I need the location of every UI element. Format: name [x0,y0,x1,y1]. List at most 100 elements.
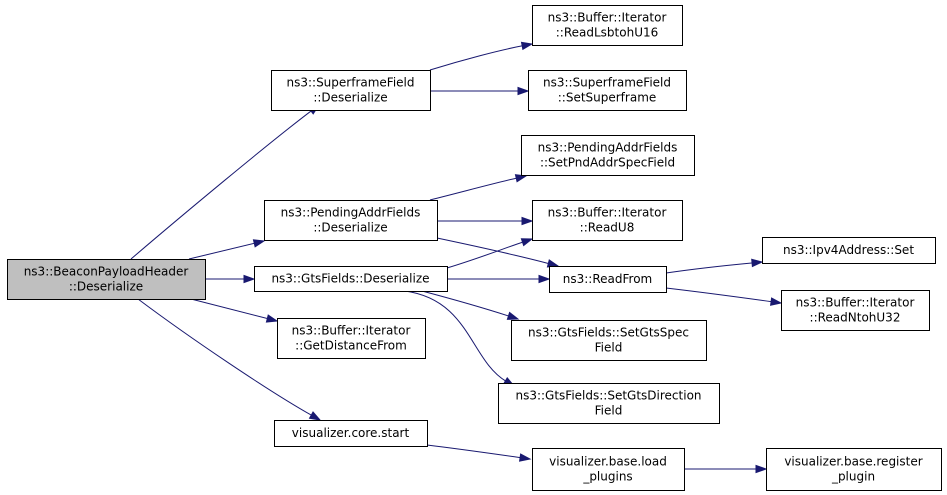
edge-arrowhead [506,311,520,320]
node-label-line: ns3::SuperframeField [543,76,671,90]
node-label-line: ::SetSuperframe [558,91,657,105]
node-label-line: ns3::GtsFields::Deserialize [271,272,429,286]
edge-pending_deser-to-read_u8 [437,216,534,226]
node-read-ntoh[interactable]: ns3::Buffer::Iterator::ReadNtohU32 [781,290,930,331]
node-box[interactable] [498,383,720,424]
node-box[interactable] [7,259,206,300]
edge-arrowhead [521,216,534,226]
edge-line [429,45,524,71]
edge-gts_deser-to-read_u8 [446,238,534,269]
node-label-line: ::GetDistanceFrom [295,339,407,353]
node-read-from[interactable]: ns3::ReadFrom [549,266,667,293]
edge-line [130,110,313,260]
edge-arrowhead [546,259,560,268]
edge-arrowhead [770,297,783,306]
edge-line [188,242,256,260]
edge-arrowhead [755,464,768,474]
node-box[interactable] [264,200,438,241]
node-label-line: Field [595,404,623,418]
node-label-line: ns3::Buffer::Iterator [548,11,667,25]
edge-superframe_deser-to-read_lsbtoh [429,41,534,71]
edge-arrowhead [265,314,279,323]
node-gts-deser[interactable]: ns3::GtsFields::Deserialize [254,266,448,292]
node-ipv4-set[interactable]: ns3::Ipv4Address::Set [762,237,936,264]
node-set-superframe[interactable]: ns3::SuperframeField::SetSuperframe [528,70,687,111]
edge-superframe_deser-to-set_superframe [430,86,530,96]
node-box[interactable] [766,448,942,491]
edge-arrowhead [514,174,528,183]
edge-arrowhead [538,274,551,284]
node-label-line: ns3::BeaconPayloadHeader [24,265,189,279]
node-box[interactable] [528,70,687,111]
node-get-distance[interactable]: ns3::Buffer::Iterator::GetDistanceFrom [277,318,426,359]
edge-line [426,444,522,459]
edge-root-to-pending_deser [188,239,266,260]
node-box[interactable] [781,290,930,331]
node-box[interactable] [549,266,667,293]
node-label-line: ns3::Buffer::Iterator [796,296,915,310]
node-read-lsbtoh[interactable]: ns3::Buffer::Iterator::ReadLsbtohU16 [532,5,683,46]
edge-line [436,237,550,265]
node-label-line: visualizer.base.register [784,455,922,469]
edge-arrowhead [252,239,266,248]
node-load-plugins[interactable]: visualizer.base.load_plugins [532,448,685,491]
edge-load_plugins-to-register_plugin [684,464,768,474]
node-label-line: ::ReadNtohU32 [810,311,901,325]
node-box[interactable] [762,237,936,264]
edge-gts_deser-to-set_gts_spec [421,290,520,320]
node-box[interactable] [532,200,683,241]
node-pending-deser[interactable]: ns3::PendingAddrFields::Deserialize [264,200,438,241]
node-label-line: ns3::Buffer::Iterator [292,324,411,338]
edge-read_from-to-read_ntoh [665,287,783,306]
edge-viz_start-to-load_plugins [426,444,532,462]
edge-root-to-get_distance [190,298,279,323]
node-box[interactable] [511,320,707,361]
edge-arrowhead [243,274,256,284]
node-label-line: ns3::PendingAddrFields [281,206,421,220]
node-label-line: ::ReadU8 [580,221,635,235]
edge-line [429,177,518,201]
edge-line [137,298,313,417]
edge-line [190,298,269,320]
node-label-line: ns3::Ipv4Address::Set [783,243,914,257]
node-label-line: ns3::GtsFields::SetGtsSpec [528,326,689,340]
edge-line [421,290,510,317]
node-label-line: ns3::PendingAddrFields [538,141,678,155]
node-box[interactable] [521,135,695,176]
node-label-line: visualizer.core.start [292,426,410,440]
node-read-u8[interactable]: ns3::Buffer::Iterator::ReadU8 [532,200,683,241]
node-superframe-deser[interactable]: ns3::SuperframeField::Deserialize [271,70,431,111]
node-root[interactable]: ns3::BeaconPayloadHeader::Deserialize [7,259,206,300]
edge-arrowhead [520,41,534,51]
edge-root-to-viz_start [137,298,322,421]
edge-arrowhead [751,258,764,268]
edge-line [665,262,754,274]
node-viz-start[interactable]: visualizer.core.start [274,420,428,447]
node-label-line: Field [595,341,623,355]
edge-line [665,287,773,303]
node-label-line: ns3::Buffer::Iterator [548,206,667,220]
node-box[interactable] [532,5,683,46]
node-label-line: _plugins [582,470,632,484]
edge-pending_deser-to-read_from [436,237,560,268]
node-label-line: ns3::GtsFields::SetGtsDirection [515,389,701,403]
node-label-line: ::Deserialize [313,221,387,235]
node-box[interactable] [532,448,685,491]
node-box[interactable] [274,420,428,447]
node-set-pnd[interactable]: ns3::PendingAddrFields::SetPndAddrSpecFi… [521,135,695,176]
edge-read_from-to-ipv4_set [665,258,764,274]
edges-layer [130,41,783,474]
node-register-plugin[interactable]: visualizer.base.register_plugin [766,448,942,491]
node-box[interactable] [271,70,431,111]
node-label-line: ::Deserialize [69,280,143,294]
node-box[interactable] [254,266,448,292]
edge-line [404,290,507,382]
node-label-line: ::ReadLsbtohU16 [556,26,659,40]
edge-arrowhead [520,238,534,247]
nodes-layer: ns3::BeaconPayloadHeader::Deserializens3… [7,5,942,491]
node-box[interactable] [277,318,426,359]
edge-root-to-gts_deser [205,274,256,284]
